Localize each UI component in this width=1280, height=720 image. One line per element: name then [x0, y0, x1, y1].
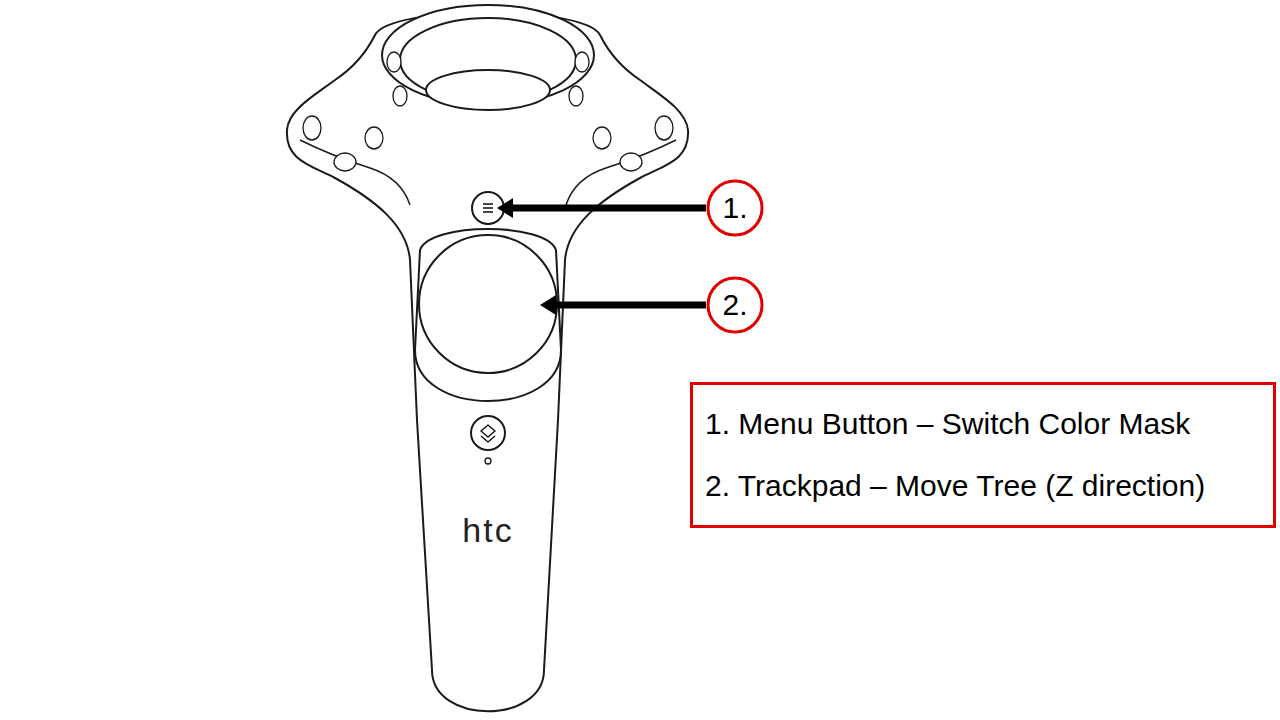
ring-floor — [426, 70, 550, 110]
trackpad-surround — [415, 229, 561, 401]
sensor-dimple — [334, 153, 356, 171]
legend-line: 2. Trackpad – Move Tree (Z direction) — [705, 468, 1261, 504]
legend-box: 1. Menu Button – Switch Color Mask 2. Tra… — [690, 382, 1276, 528]
system-symbol — [481, 425, 495, 442]
trackpad — [419, 235, 557, 373]
callout-circle: 1. — [706, 179, 764, 237]
sensor-dimple — [575, 52, 589, 72]
leader-arrow-head — [540, 295, 556, 315]
sensor-dimple — [365, 127, 383, 149]
sensor-dimple — [655, 116, 673, 140]
leader-arrow-head — [497, 198, 513, 218]
menu-symbol — [483, 204, 493, 212]
sensor-dimple — [393, 86, 407, 106]
sensor-dimple — [620, 153, 642, 171]
leader-arrow-shaft — [553, 302, 706, 309]
arm-bevel — [566, 140, 676, 205]
sensor-dimple — [303, 116, 321, 140]
leader-arrow-shaft — [510, 205, 706, 212]
callout-ring — [708, 181, 762, 235]
brand-logo: htc — [462, 511, 513, 550]
legend-line: 1. Menu Button – Switch Color Mask — [705, 406, 1261, 442]
status-light — [485, 458, 491, 464]
controller-body — [287, 13, 688, 712]
callout-ring — [708, 278, 762, 332]
arm-bevel — [300, 140, 410, 205]
callout-number: 2. — [722, 287, 747, 323]
sensor-dimple — [387, 52, 401, 72]
sensor-dimple — [569, 86, 583, 106]
callout-circle: 2. — [706, 276, 764, 334]
system-button — [471, 416, 505, 450]
sensor-dimple — [593, 127, 611, 149]
callout-number: 1. — [722, 190, 747, 226]
